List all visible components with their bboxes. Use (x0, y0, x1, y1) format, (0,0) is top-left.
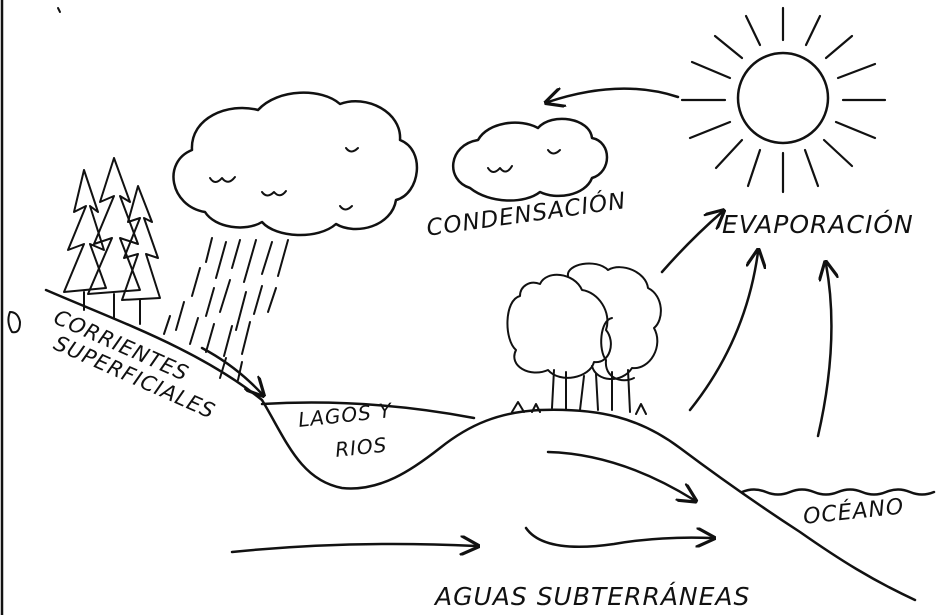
terrain-outline (46, 290, 915, 600)
evaporation-label: EVAPORACIÓN (722, 210, 914, 239)
flow-arrow-icon (548, 452, 694, 500)
stray-mark (58, 8, 60, 12)
ocean-surface (742, 490, 934, 495)
groundwater-label: AGUAS SUBTERRÁNEAS (435, 582, 750, 611)
flow-arrow-icon (818, 264, 831, 436)
margin-mark (8, 312, 20, 332)
sun-icon (682, 8, 885, 192)
flow-arrow-icon (526, 528, 712, 547)
flow-arrow-icon (232, 544, 476, 552)
cloud-icon (173, 93, 416, 235)
flow-arrow-icon (662, 212, 722, 272)
cloud-icon (453, 119, 607, 201)
flow-arrow-icon (690, 252, 758, 410)
deciduous-tree-icon (507, 263, 660, 414)
pine-tree-icon (64, 158, 160, 324)
flow-arrow-icon (202, 348, 262, 394)
flow-arrow-icon (548, 89, 678, 102)
